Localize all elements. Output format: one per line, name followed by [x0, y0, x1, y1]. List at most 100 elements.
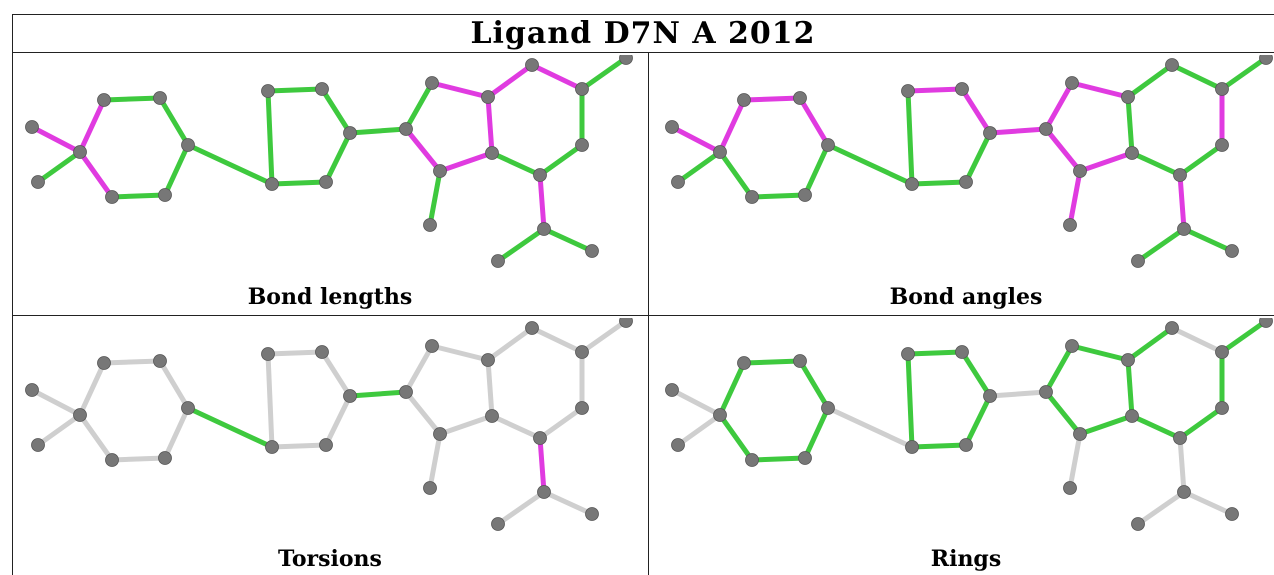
bond	[485, 357, 495, 419]
atom	[901, 347, 915, 361]
bond	[1069, 343, 1131, 363]
atom	[793, 91, 807, 105]
atom	[1215, 138, 1229, 152]
atom	[485, 146, 499, 160]
bond	[269, 442, 329, 450]
atom	[575, 138, 589, 152]
bond	[437, 150, 495, 174]
atom	[31, 175, 45, 189]
atom	[1073, 427, 1087, 441]
atom	[481, 353, 495, 367]
bond	[741, 358, 803, 366]
panel-bond-angles	[665, 55, 1273, 268]
atom	[665, 120, 679, 134]
bond	[802, 405, 831, 461]
atom	[905, 440, 919, 454]
bond	[537, 435, 547, 495]
bond	[185, 142, 275, 187]
atom	[1173, 431, 1187, 445]
atom	[821, 138, 835, 152]
atom	[1165, 58, 1179, 72]
atom	[261, 347, 275, 361]
atom	[1259, 318, 1273, 328]
bond	[987, 389, 1049, 399]
bond	[29, 124, 83, 155]
bond	[717, 412, 755, 463]
bond	[403, 343, 435, 395]
bond	[1219, 318, 1269, 355]
bond	[109, 455, 168, 463]
bond	[1043, 126, 1083, 174]
atom	[901, 84, 915, 98]
atom	[959, 438, 973, 452]
bond	[1177, 405, 1225, 441]
atoms-torsions	[25, 318, 633, 531]
atom	[181, 401, 195, 415]
bond	[963, 393, 993, 448]
atom	[533, 168, 547, 182]
atom	[319, 175, 333, 189]
atom	[25, 120, 39, 134]
atom	[955, 345, 969, 359]
bonds-rings	[669, 318, 1269, 527]
atom	[399, 122, 413, 136]
atom	[619, 318, 633, 328]
atom	[575, 82, 589, 96]
bond	[485, 62, 535, 100]
atom	[575, 345, 589, 359]
bond	[797, 358, 831, 411]
bond	[959, 349, 993, 399]
bond	[825, 142, 915, 187]
bond	[1125, 94, 1135, 156]
atom	[153, 354, 167, 368]
bond	[35, 412, 83, 448]
atom	[619, 55, 633, 65]
bond	[427, 168, 443, 228]
atom	[265, 440, 279, 454]
bond	[1043, 343, 1075, 395]
bond	[101, 358, 163, 366]
atom	[955, 82, 969, 96]
bond	[909, 179, 969, 187]
bonds-bond-lengths	[29, 55, 629, 264]
bond	[1043, 389, 1083, 437]
panel-rings	[665, 318, 1273, 531]
bond	[1177, 172, 1187, 232]
bond	[495, 226, 547, 264]
atom	[525, 321, 539, 335]
bond	[1129, 413, 1183, 441]
atom	[1121, 353, 1135, 367]
atom	[491, 517, 505, 531]
bond	[1077, 150, 1135, 174]
caption-bond-lengths: Bond lengths	[247, 284, 413, 310]
bond	[429, 80, 491, 100]
bond	[537, 172, 547, 232]
bond	[675, 412, 723, 448]
bond	[77, 149, 115, 200]
bond	[29, 387, 83, 418]
bond	[717, 149, 755, 200]
atom	[798, 188, 812, 202]
bonds-torsions	[29, 318, 629, 527]
bond	[1169, 325, 1225, 355]
bond	[403, 80, 435, 132]
bond	[265, 351, 275, 450]
atom	[1177, 485, 1191, 499]
atom	[1121, 90, 1135, 104]
bond	[669, 387, 723, 418]
bond	[749, 192, 808, 200]
atom	[983, 126, 997, 140]
bond	[1069, 80, 1131, 100]
bond	[269, 179, 329, 187]
bond	[529, 325, 585, 355]
bond	[1125, 325, 1175, 363]
bond	[265, 349, 325, 357]
atom	[1173, 168, 1187, 182]
atom	[1131, 254, 1145, 268]
atom	[1215, 345, 1229, 359]
bond	[157, 95, 191, 148]
atom	[905, 177, 919, 191]
bond	[1135, 489, 1187, 527]
bond	[905, 351, 915, 450]
atom	[425, 76, 439, 90]
